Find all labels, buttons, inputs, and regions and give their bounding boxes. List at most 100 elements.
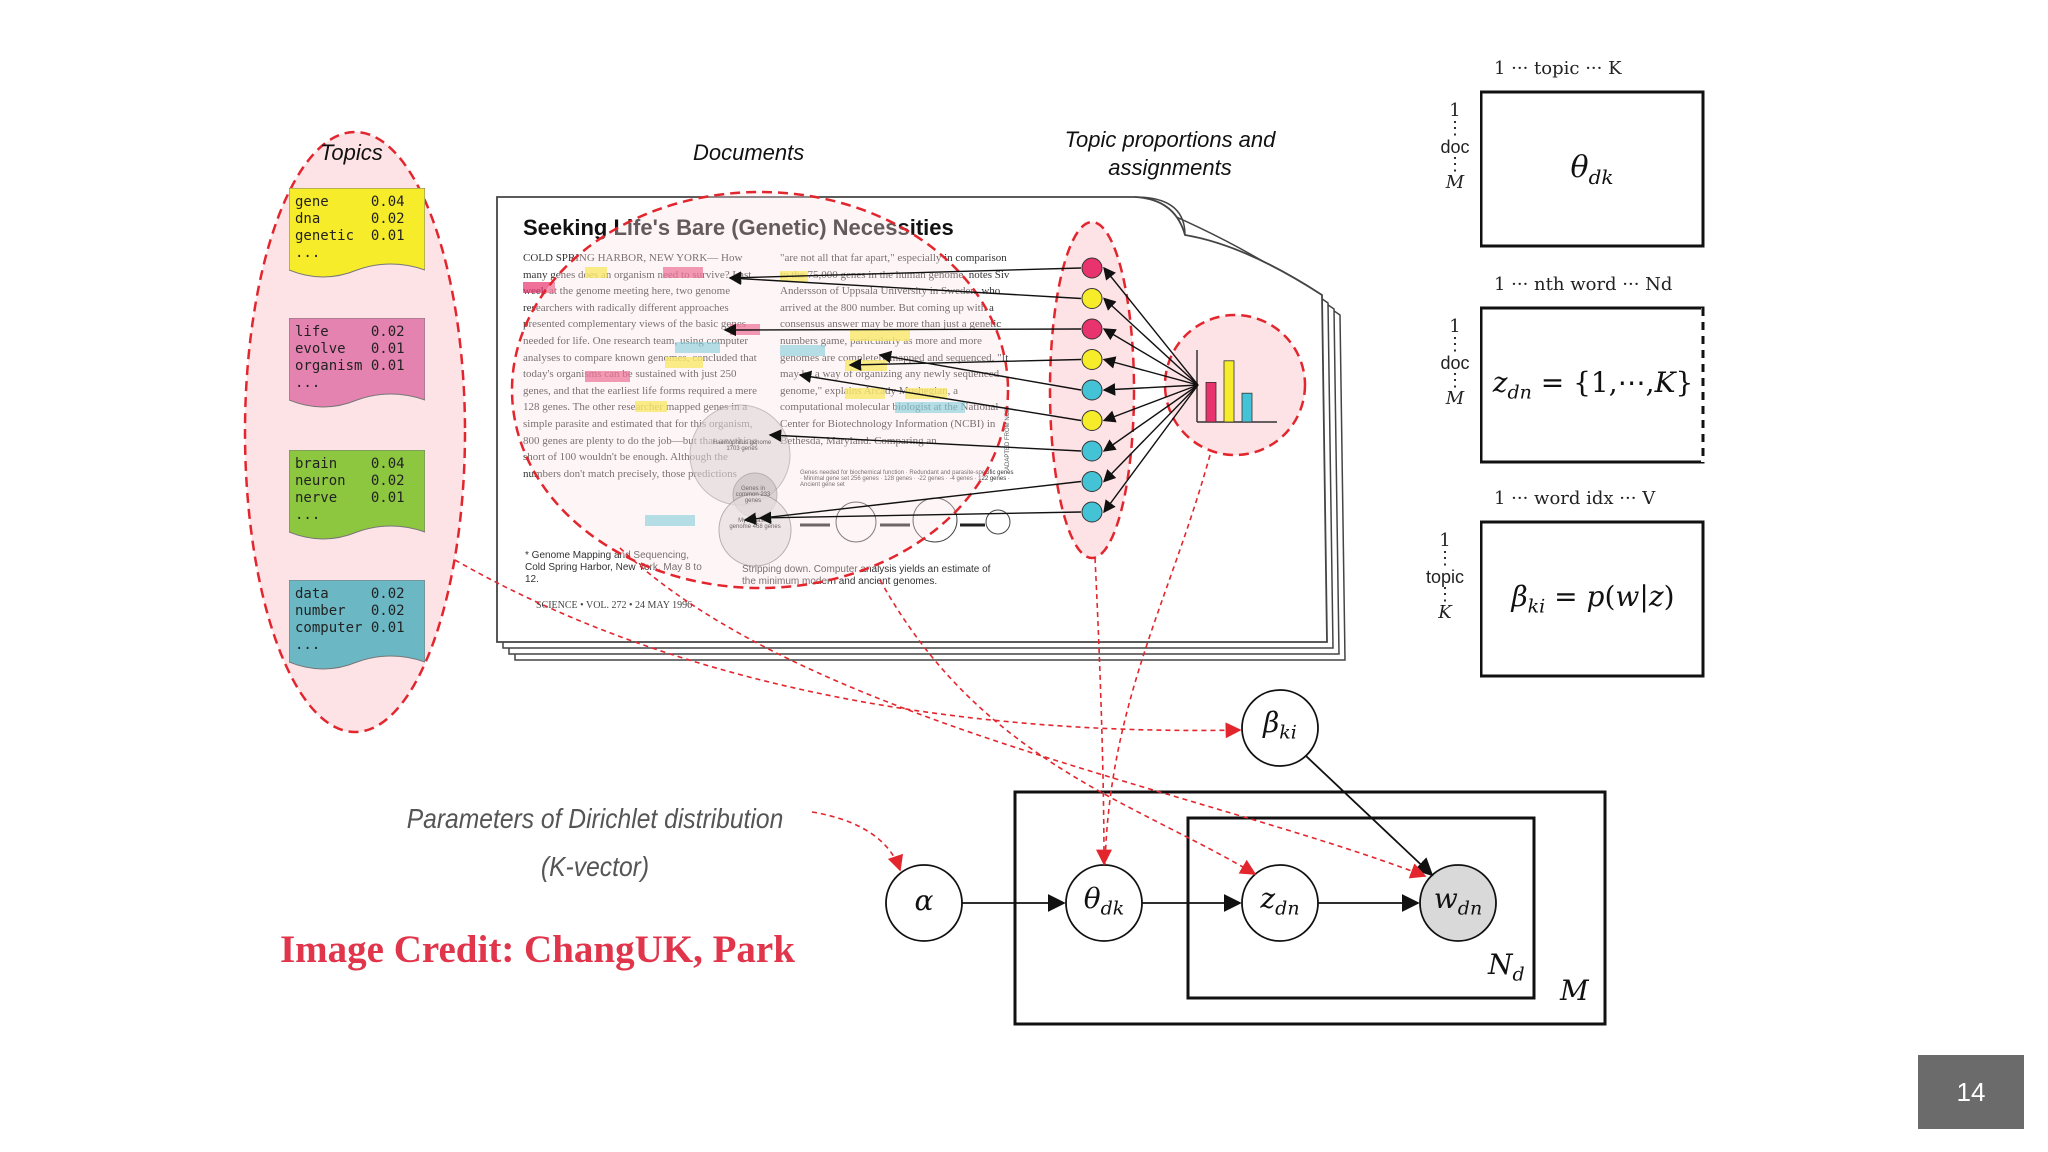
- article-figure: [689, 404, 1011, 567]
- row-label-last: K: [1438, 602, 1452, 623]
- row-label-first: 1: [1439, 530, 1451, 551]
- theta-matrix-top: 1 ··· topic ··· K: [1494, 58, 1622, 79]
- figure-flow-labels: Genes needed for biochemical function · …: [800, 470, 1014, 488]
- alpha-label: α: [914, 884, 934, 917]
- matrices: [1480, 90, 1705, 678]
- beta-label: βki: [1263, 706, 1297, 744]
- z-label: zdn: [1260, 882, 1300, 920]
- dirichlet-line-2: (K-vector): [540, 851, 650, 882]
- topic-assignment-dot: [1081, 318, 1103, 340]
- source-line: SCIENCE • VOL. 272 • 24 MAY 1996: [536, 600, 693, 611]
- z-matrix-body: zdn = {1,⋯,K}: [1492, 366, 1694, 404]
- row-label-mid: topic: [1425, 567, 1465, 587]
- topic-word-line: genetic 0.01: [295, 228, 405, 244]
- figure-circle-labels-2: Genes in common 233 genes: [735, 486, 771, 504]
- beta-matrix-top: 1 ··· word idx ··· V: [1494, 488, 1656, 509]
- vdots: ⋮: [1446, 118, 1464, 139]
- topic-assignment-dot: [1081, 471, 1103, 492]
- topic-word-line: ...: [295, 245, 321, 261]
- article-column-2: "are not all that far apart," especially…: [780, 252, 1010, 447]
- topic-assignment-dot: [1081, 288, 1103, 309]
- topic-word-line: number 0.02: [295, 603, 405, 619]
- word-arrow: [728, 272, 1082, 300]
- assignment-arrow: [1102, 297, 1199, 386]
- article-title: Seeking Life's Bare (Genetic) Necessitie…: [523, 215, 954, 240]
- topic-word-line: ...: [295, 375, 321, 391]
- image-credit: Image Credit: ChangUK, Park: [280, 928, 795, 971]
- topic-word-line: computer 0.01: [295, 620, 405, 636]
- beta-node: [1241, 689, 1319, 767]
- vdots: ⋮: [1446, 334, 1464, 355]
- dirichlet-note: Parameters of Dirichlet distribution (K-…: [397, 795, 793, 891]
- vdots-2: ⋮: [1446, 370, 1464, 391]
- page-number: 14: [1918, 1055, 2024, 1129]
- word-arrow: [743, 480, 1082, 525]
- word-arrow: [768, 429, 1082, 452]
- topic-word-line: brain 0.04: [295, 456, 405, 472]
- topic-word-line: dna 0.02: [295, 211, 405, 227]
- vdots: ⋮: [1436, 548, 1454, 569]
- theta-matrix-body: θdk: [1570, 150, 1614, 189]
- topic-assignment-dot: [1081, 349, 1103, 370]
- topic-proportion-bar: [1205, 381, 1217, 423]
- word-arrow: [728, 267, 1082, 284]
- plate-outer: [1013, 790, 1607, 1026]
- topic-word-line: neuron 0.02: [295, 473, 405, 489]
- word-arrow: [798, 370, 1082, 422]
- topic-word-line: organism 0.01: [295, 358, 405, 374]
- word-arrow: [723, 323, 1082, 337]
- theta-matrix-rows: 1 ⋮ doc ⋮ M: [1432, 102, 1478, 192]
- figure-circle-labels: Haemophilus genome 1703 genes: [712, 440, 772, 452]
- document-ellipse: [510, 190, 1010, 590]
- article-footnote: * Genome Mapping and Sequencing, Cold Sp…: [525, 550, 702, 585]
- dirichlet-line-1: Parameters of Dirichlet distribution: [406, 803, 784, 834]
- plate-inner-label: Nd: [1488, 948, 1525, 986]
- assignment-arrow: [1102, 384, 1199, 452]
- plate-outer-label: M: [1560, 974, 1589, 1007]
- row-label-mid: doc: [1440, 353, 1470, 373]
- topic-word-line: evolve 0.01: [295, 341, 405, 357]
- topic-proportion-bar: [1241, 392, 1253, 423]
- topic-assignment-dot: [1081, 257, 1103, 279]
- row-label-last: M: [1445, 172, 1465, 193]
- topic-word-line: data 0.02: [295, 586, 405, 602]
- assignment-arrow: [1102, 383, 1199, 396]
- beta-matrix-rows: 1 ⋮ topic ⋮ K: [1420, 532, 1470, 622]
- assignment-arrow: [1102, 356, 1199, 386]
- row-label-last: M: [1445, 388, 1465, 409]
- topic-word-line: life 0.02: [295, 324, 405, 340]
- vdots-2: ⋮: [1436, 584, 1454, 605]
- topics-label: Topics: [320, 140, 383, 165]
- row-label-first: 1: [1449, 100, 1461, 121]
- topic-assignment-dot: [1081, 379, 1103, 401]
- w-node: [1419, 864, 1497, 942]
- documents-label: Documents: [693, 140, 805, 165]
- topic-assignment-dot: [1081, 440, 1103, 462]
- topic-word-line: ...: [295, 507, 321, 523]
- proportions-label: Topic proportions and assignments: [1064, 127, 1276, 180]
- topic-word-line: nerve 0.01: [295, 490, 405, 506]
- word-arrow: [758, 511, 1082, 525]
- word-arrow: [848, 358, 1082, 372]
- theta-label: θdk: [1083, 882, 1125, 920]
- z-matrix-rows: 1 ⋮ doc ⋮ M: [1432, 318, 1478, 408]
- word-arrow: [878, 350, 1082, 391]
- w-label: wdn: [1433, 882, 1483, 920]
- assignment-arrow: [1103, 266, 1199, 386]
- beta-matrix-body: βki = p(w|z): [1511, 580, 1675, 618]
- document-highlights: [523, 267, 965, 526]
- topic-word-line: ...: [295, 637, 321, 653]
- assignment-arrow: [1102, 328, 1199, 386]
- assignment-arrow: [1103, 384, 1199, 514]
- assignment-arrow: [1103, 384, 1199, 483]
- row-label-first: 1: [1449, 316, 1461, 337]
- plate-inner: [1186, 816, 1536, 1000]
- topic-word-line: gene 0.04: [295, 194, 405, 210]
- topic-proportion-bar: [1223, 360, 1235, 423]
